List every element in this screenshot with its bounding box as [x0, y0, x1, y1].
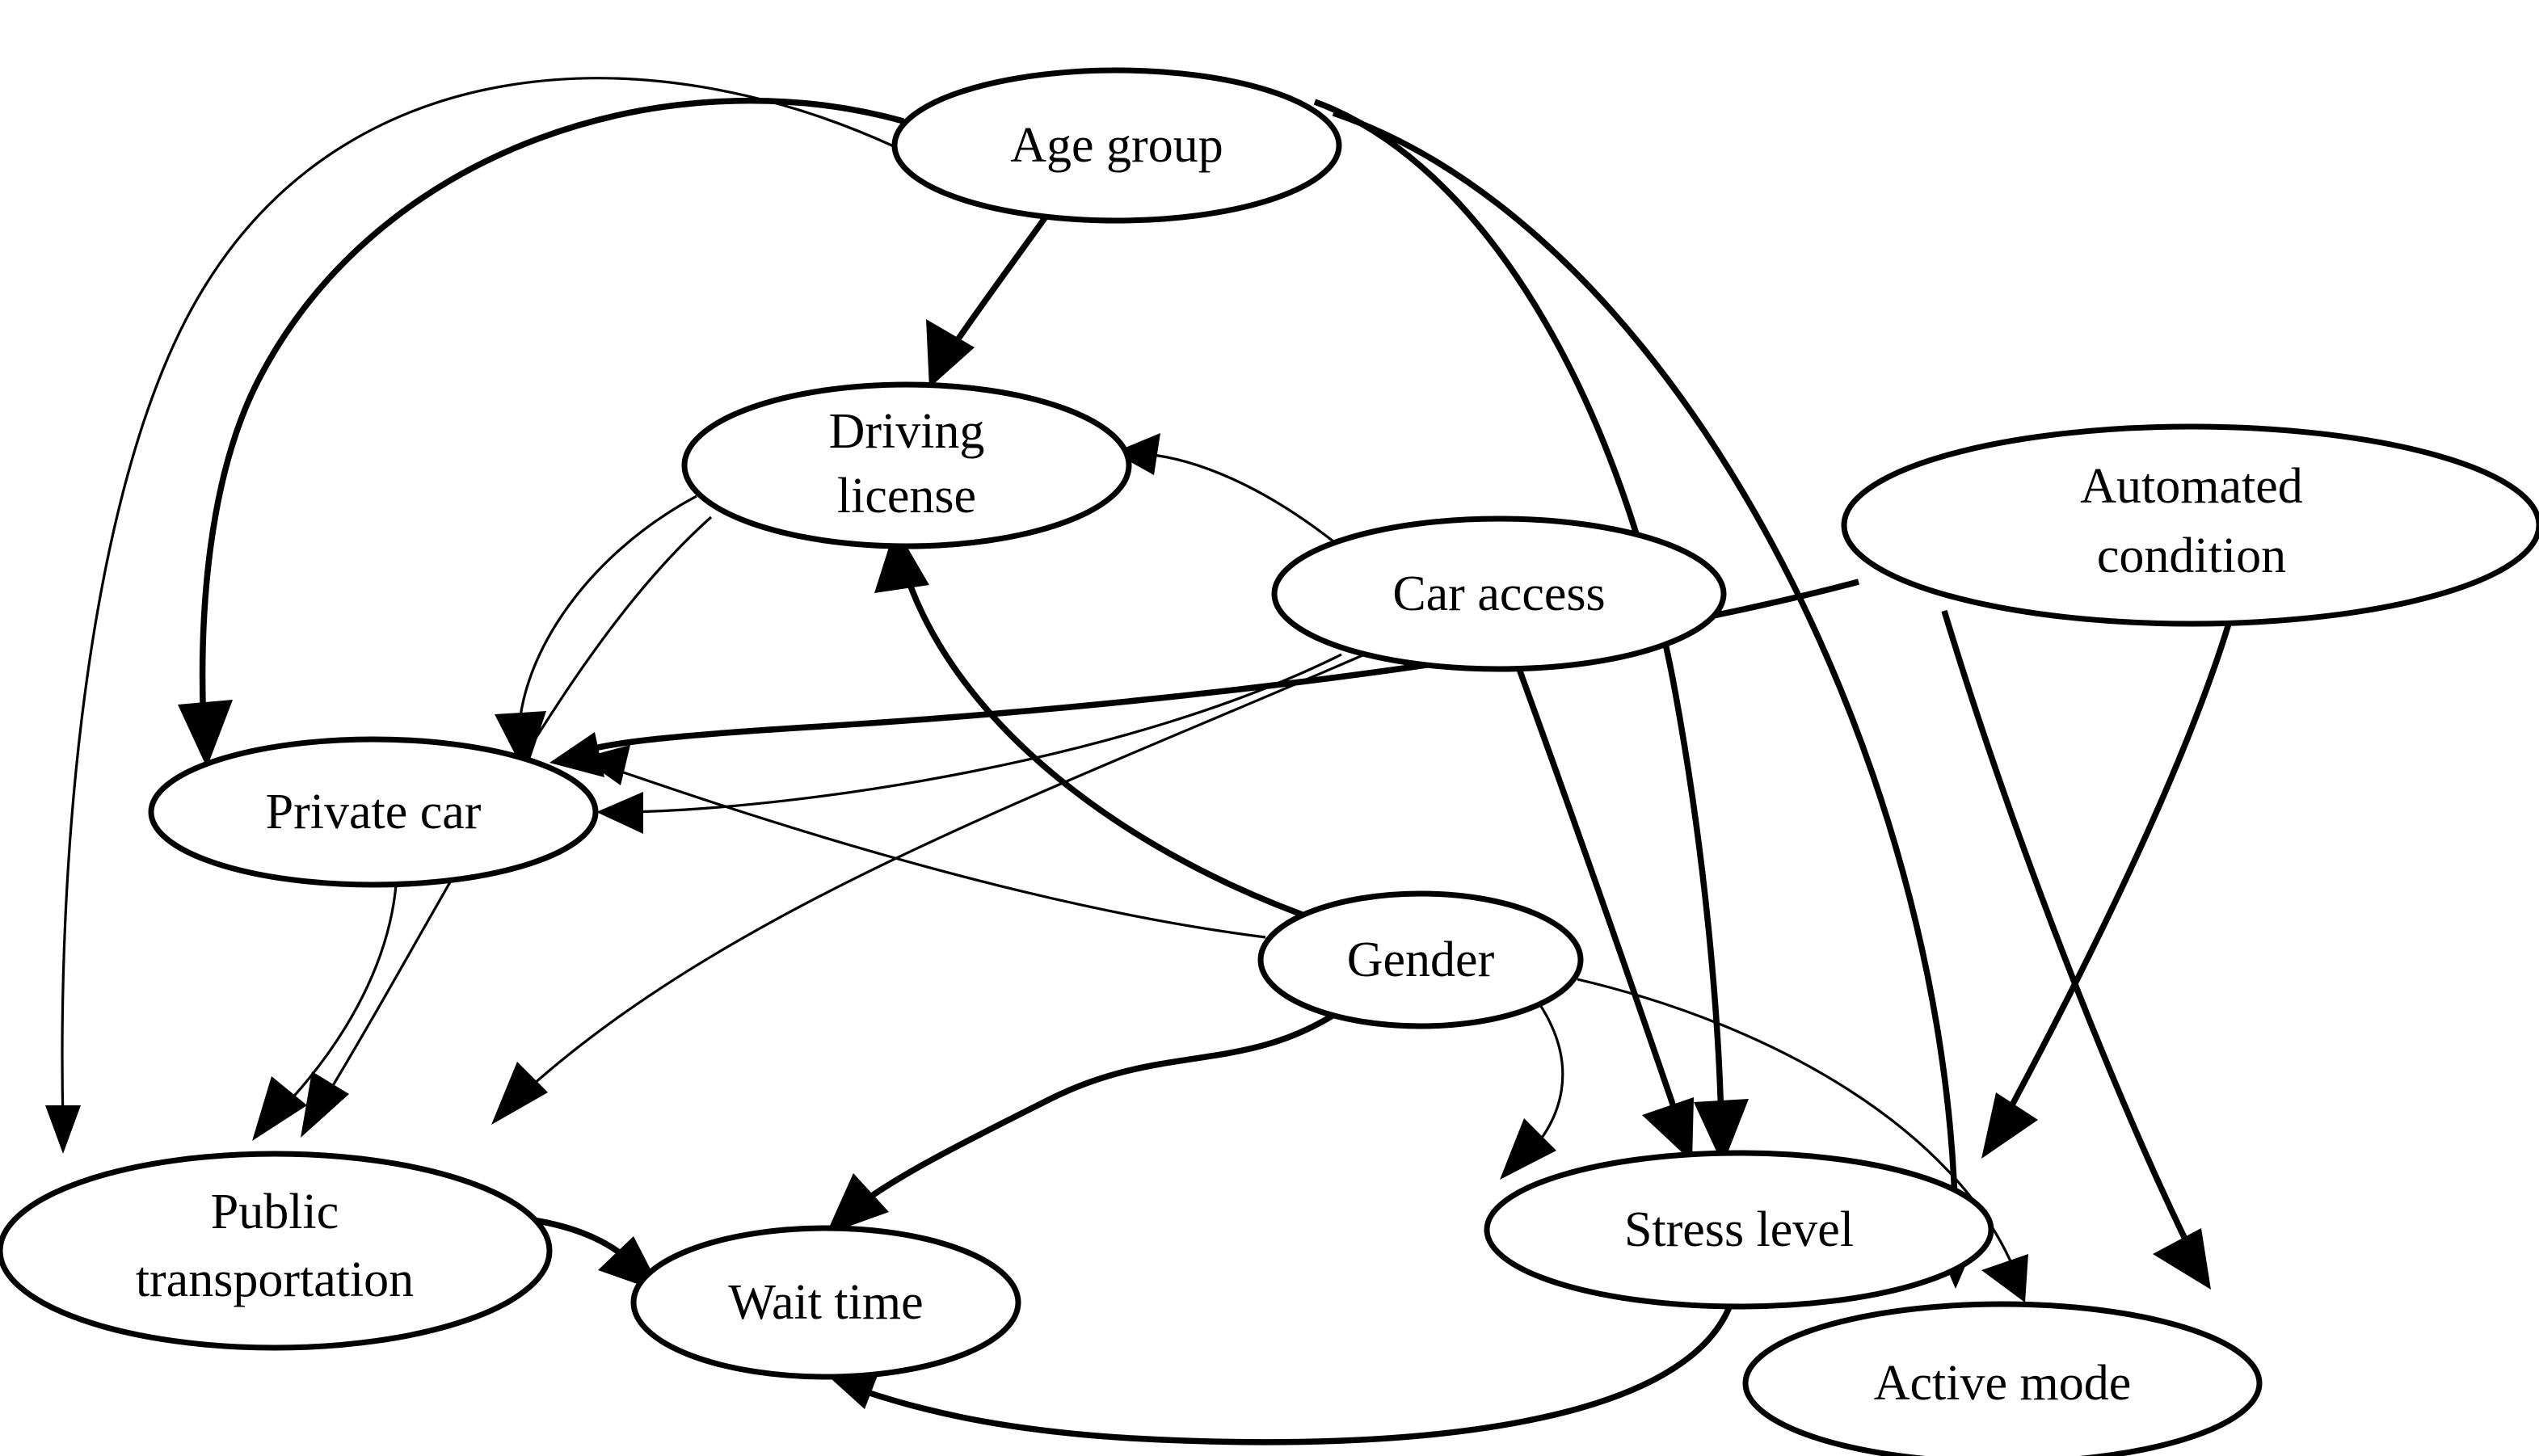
node-wait-time[interactable]: Wait time: [630, 1225, 1021, 1380]
node-car-access-ellipse[interactable]: [1271, 515, 1727, 672]
edge-age-group-to-private-car: [178, 97, 905, 768]
node-driving-license[interactable]: Driving license: [681, 381, 1132, 549]
edge-car-access-to-public-transportation: [491, 649, 1375, 1125]
edge-automated-condition-to-active-mode: [1941, 609, 2211, 1290]
node-private-car[interactable]: Private car: [148, 736, 599, 888]
node-wait-time-ellipse[interactable]: [630, 1225, 1021, 1380]
edge-car-access-to-stress-level: [1516, 667, 1694, 1162]
edge-gender-to-stress-level: [1500, 997, 1564, 1180]
edge-age-group-to-public-transportation: [45, 77, 896, 1154]
node-automated-condition-ellipse[interactable]: [1841, 423, 2539, 627]
node-driving-license-ellipse[interactable]: [681, 381, 1132, 549]
node-gender[interactable]: Gender: [1257, 890, 1584, 1029]
edge-driving-license-to-private-car: [495, 494, 697, 774]
node-public-transportation-ellipse[interactable]: [0, 1151, 553, 1351]
node-public-transportation[interactable]: Public transportation: [0, 1151, 553, 1351]
edge-gender-to-driving-license: [874, 527, 1327, 926]
node-age-group[interactable]: Age group: [891, 67, 1342, 224]
node-stress-level-ellipse[interactable]: [1484, 1150, 1994, 1310]
node-private-car-ellipse[interactable]: [148, 736, 599, 888]
edge-automated-condition-to-wait-time: [1981, 622, 2232, 1159]
node-age-group-ellipse[interactable]: [891, 67, 1342, 224]
node-active-mode-ellipse[interactable]: [1742, 1301, 2263, 1456]
node-layer: Age group Driving license Car access Aut…: [0, 67, 2539, 1456]
edge-car-access-to-driving-license: [1114, 433, 1334, 543]
edge-gender-to-wait-time: [826, 1007, 1344, 1235]
edge-car-access-to-private-car: [596, 653, 1342, 834]
node-car-access[interactable]: Car access: [1271, 515, 1727, 672]
edge-private-car-to-public-transportation: [252, 885, 398, 1141]
node-active-mode[interactable]: Active mode: [1742, 1301, 2263, 1456]
edge-age-group-to-driving-license: [926, 213, 1050, 388]
node-stress-level[interactable]: Stress level: [1484, 1150, 1994, 1310]
edge-gender-to-private-car: [582, 745, 1266, 939]
node-automated-condition[interactable]: Automated condition: [1841, 423, 2539, 627]
node-gender-ellipse[interactable]: [1257, 890, 1584, 1029]
